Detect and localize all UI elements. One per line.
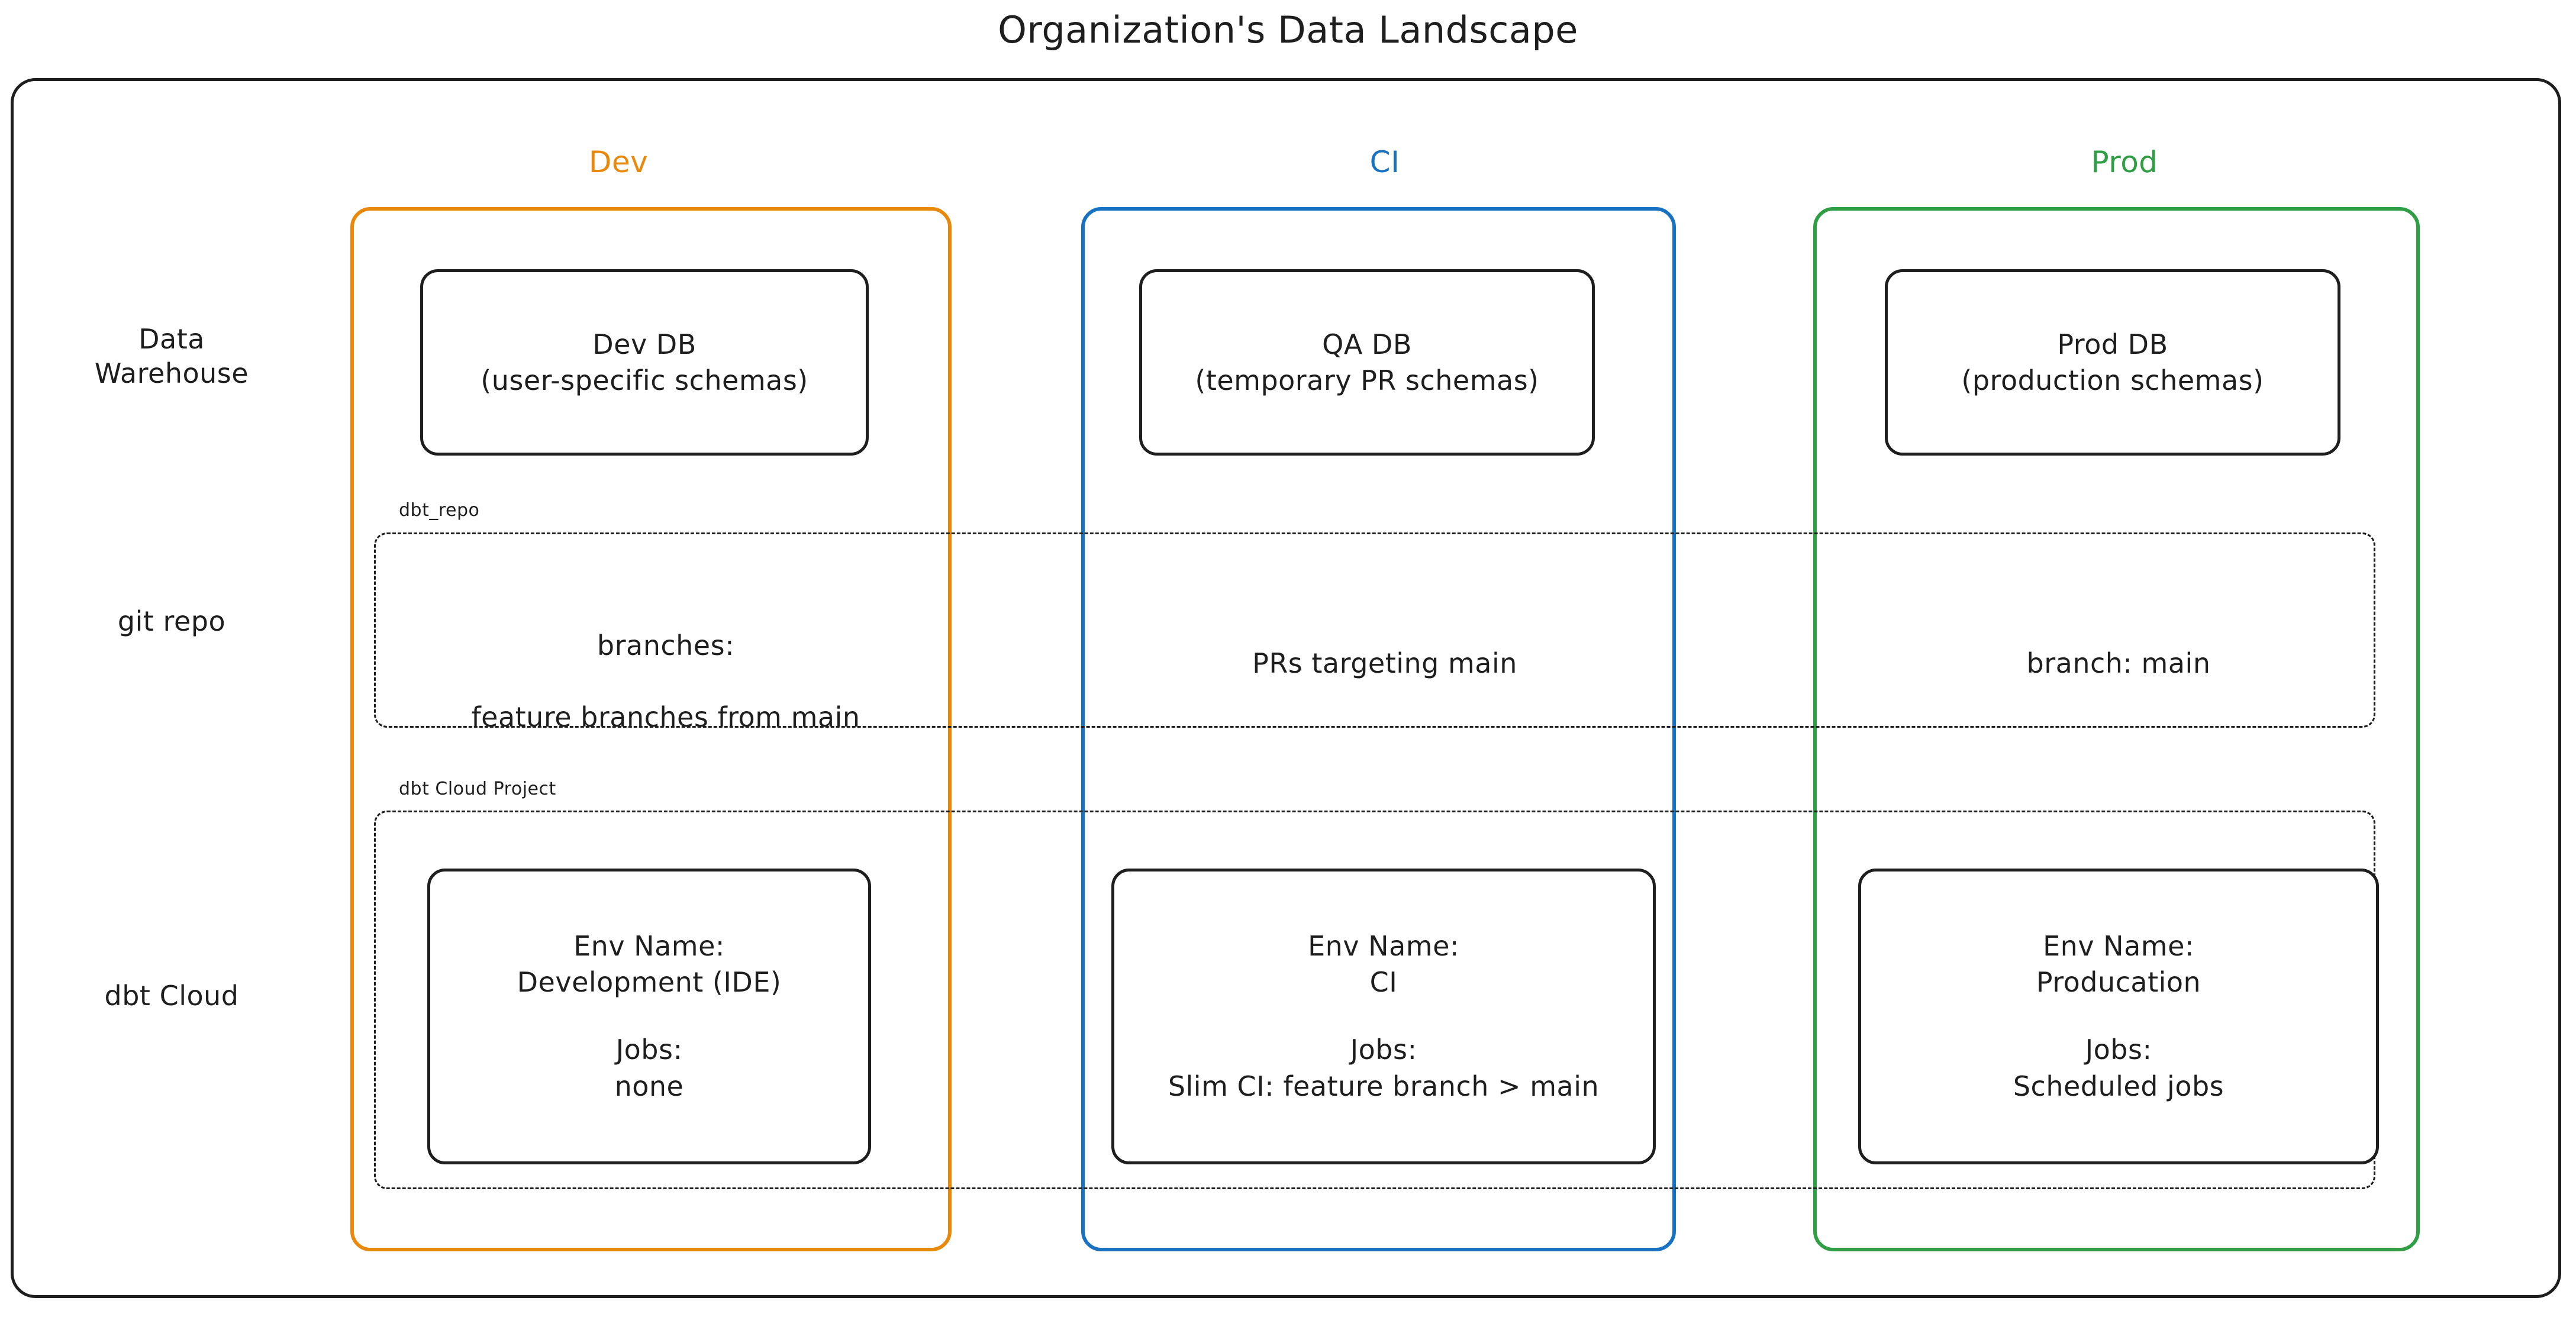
row-label-data-warehouse: Data Warehouse	[94, 323, 249, 389]
git-repo-dev-line1: branches:	[597, 629, 735, 661]
node-dev-db[interactable]: Dev DB (user-specific schemas)	[420, 269, 869, 456]
row-label-dbt-cloud: dbt Cloud	[104, 980, 239, 1012]
ci-env-name-value: CI	[1369, 966, 1398, 999]
node-qa-db-subtitle: (temporary PR schemas)	[1195, 364, 1539, 396]
node-qa-db[interactable]: QA DB (temporary PR schemas)	[1139, 269, 1595, 456]
node-prod-db[interactable]: Prod DB (production schemas)	[1885, 269, 2340, 456]
column-header-dev: Dev	[588, 145, 649, 179]
git-repo-text-prod: branch: main	[1852, 609, 2385, 717]
ci-env-name-label: Env Name:	[1308, 929, 1459, 962]
environment-column-dev	[350, 207, 952, 1251]
node-prod-db-title: Prod DB	[2057, 328, 2168, 360]
ci-jobs-value: Slim CI: feature branch > main	[1168, 1070, 1600, 1102]
node-dbt-cloud-env-dev[interactable]: Env Name: Development (IDE) Jobs: none	[427, 869, 871, 1164]
node-prod-db-subtitle: (production schemas)	[1961, 364, 2264, 396]
dev-env-name-label: Env Name:	[573, 929, 725, 962]
prod-env-name-value: Producation	[2036, 966, 2201, 999]
node-dev-db-title: Dev DB	[592, 328, 697, 360]
prod-env-name-label: Env Name:	[2043, 929, 2194, 962]
column-header-ci: CI	[1369, 145, 1400, 179]
node-dev-db-subtitle: (user-specific schemas)	[481, 364, 808, 396]
git-repo-ci-line1: PRs targeting main	[1252, 647, 1517, 679]
node-dbt-cloud-env-prod[interactable]: Env Name: Producation Jobs: Scheduled jo…	[1858, 869, 2379, 1164]
prod-jobs-value: Scheduled jobs	[2013, 1070, 2224, 1102]
group-label-dbt-repo: dbt_repo	[395, 500, 483, 521]
ci-jobs-label: Jobs:	[1350, 1034, 1417, 1066]
page-title: Organization's Data Landscape	[998, 8, 1578, 51]
git-repo-dev-line2: feature branches from main	[471, 701, 860, 734]
environment-column-prod	[1813, 207, 2420, 1251]
prod-jobs-label: Jobs:	[2085, 1034, 2152, 1066]
node-qa-db-title: QA DB	[1322, 328, 1412, 360]
row-label-git-repo: git repo	[117, 605, 226, 637]
column-header-prod: Prod	[2091, 145, 2158, 179]
diagram-outer-frame	[11, 78, 2561, 1298]
dev-jobs-value: none	[614, 1070, 684, 1102]
environment-column-ci	[1081, 207, 1676, 1251]
dev-env-name-value: Development (IDE)	[517, 966, 782, 999]
group-label-dbt-cloud-project: dbt Cloud Project	[395, 779, 560, 799]
dev-jobs-label: Jobs:	[615, 1034, 683, 1066]
git-repo-text-dev: branches: feature branches from main	[385, 592, 947, 772]
git-repo-text-ci: PRs targeting main	[1113, 609, 1657, 717]
node-dbt-cloud-env-ci[interactable]: Env Name: CI Jobs: Slim CI: feature bran…	[1111, 869, 1656, 1164]
group-container-dbt-repo	[374, 532, 2375, 728]
git-repo-prod-line1: branch: main	[2026, 647, 2211, 679]
